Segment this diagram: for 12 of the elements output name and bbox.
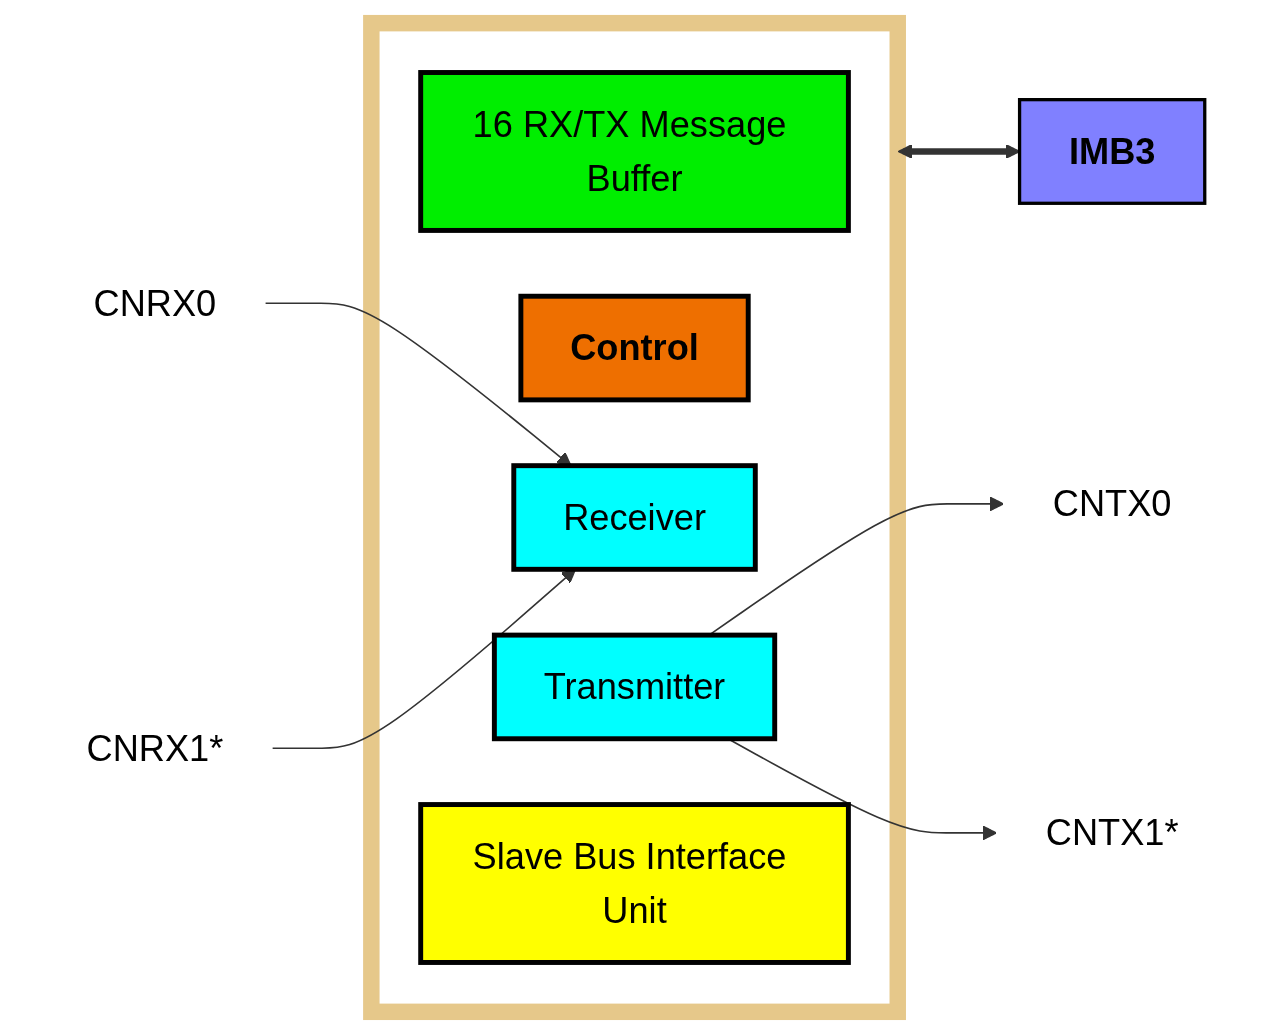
- node-text: CNRX1*: [86, 727, 224, 769]
- node-box: [491, 632, 778, 742]
- node-text: CNRX0: [93, 282, 217, 324]
- node-text: CNTX1*: [1045, 812, 1179, 854]
- node-box: [418, 802, 851, 965]
- block-diagram: 16 RX/TX Message Buffer Control Receiver Transmitter Slave Bus Interface Unit CNTX0 CNTX1* CNRX0 CNRX1* IMB3: [23, 10, 1241, 1025]
- node-box: [518, 293, 751, 403]
- node-text: CNTX0: [1052, 483, 1172, 525]
- node-box: [511, 463, 758, 572]
- cluster: [363, 14, 906, 1021]
- node-box: [1017, 98, 1207, 205]
- node-box: [418, 70, 851, 233]
